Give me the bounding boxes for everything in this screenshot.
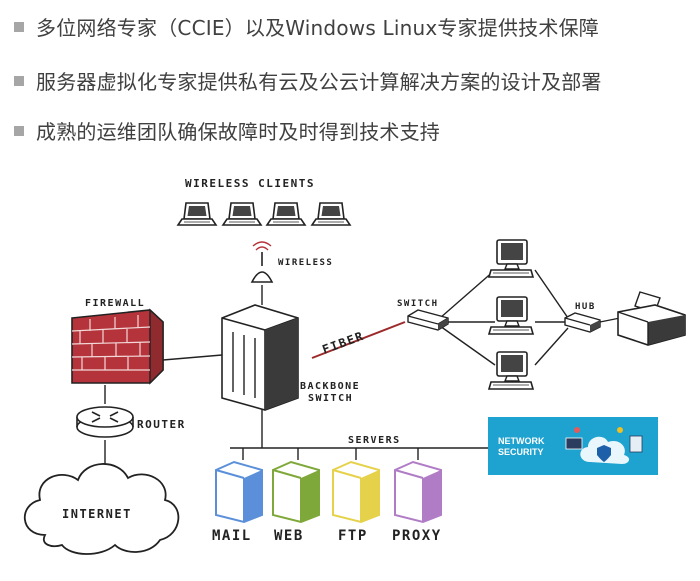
bullet-item: 多位网络专家（CCIE）以及Windows Linux专家提供技术保障: [14, 12, 599, 41]
bullet-text: 成熟的运维团队确保故障时及时得到技术支持: [36, 120, 440, 144]
laptop-icon: [311, 202, 351, 226]
firewall-label: FIREWALL: [85, 298, 145, 309]
mail-server-icon: [215, 460, 263, 524]
ftp-server-label: FTP: [338, 528, 368, 544]
bullet-text: 服务器虚拟化专家提供私有云及公云计算解决方案的设计及部署: [36, 70, 602, 94]
desktop-pc-icon: [488, 239, 534, 278]
backbone-switch-icon: [221, 304, 299, 411]
fiber-label: FIBER: [320, 329, 366, 357]
laptop-icon: [266, 202, 306, 226]
fiber-link: [311, 321, 406, 359]
backbone-switch-label: SWITCH: [308, 393, 353, 404]
laptop-icon: [177, 202, 217, 226]
router-label: ROUTER: [137, 418, 186, 431]
wireless-label: WIRELESS: [278, 258, 333, 268]
wireless-clients-label: WIRELESS CLIENTS: [185, 177, 315, 190]
printer-icon: [617, 291, 686, 346]
desktop-pc-icon: [488, 351, 534, 390]
router-icon: [76, 406, 134, 438]
web-server-label: WEB: [274, 528, 304, 544]
proxy-server-label: PROXY: [392, 528, 442, 544]
internet-cloud-icon: [23, 463, 180, 555]
security-cloud-icon: [565, 427, 643, 464]
bullet-item: 成熟的运维团队确保故障时及时得到技术支持: [14, 116, 440, 145]
square-bullet-icon: [14, 75, 24, 86]
hub-label: HUB: [575, 302, 596, 312]
desktop-pc-icon: [488, 296, 534, 335]
internet-label: INTERNET: [62, 507, 132, 521]
security-badge-line2: SECURITY: [498, 447, 544, 457]
mail-server-label: MAIL: [212, 528, 252, 544]
laptop-icon: [222, 202, 262, 226]
firewall-icon: [71, 308, 164, 385]
switch-icon: [407, 309, 449, 331]
servers-label: SERVERS: [348, 435, 401, 446]
web-server-icon: [272, 460, 320, 524]
ftp-server-icon: [332, 460, 380, 524]
switch-label: SWITCH: [397, 299, 439, 309]
bullet-text: 多位网络专家（CCIE）以及Windows Linux专家提供技术保障: [36, 16, 599, 40]
wireless-antenna-icon: [250, 241, 274, 283]
bullet-item: 服务器虚拟化专家提供私有云及公云计算解决方案的设计及部署: [14, 66, 602, 95]
network-security-badge: NETWORK SECURITY: [488, 417, 658, 475]
backbone-label: BACKBONE: [300, 381, 360, 392]
square-bullet-icon: [14, 125, 24, 136]
hub-icon: [564, 312, 601, 333]
security-badge-line1: NETWORK: [498, 436, 545, 446]
square-bullet-icon: [14, 21, 24, 32]
proxy-server-icon: [394, 460, 442, 524]
